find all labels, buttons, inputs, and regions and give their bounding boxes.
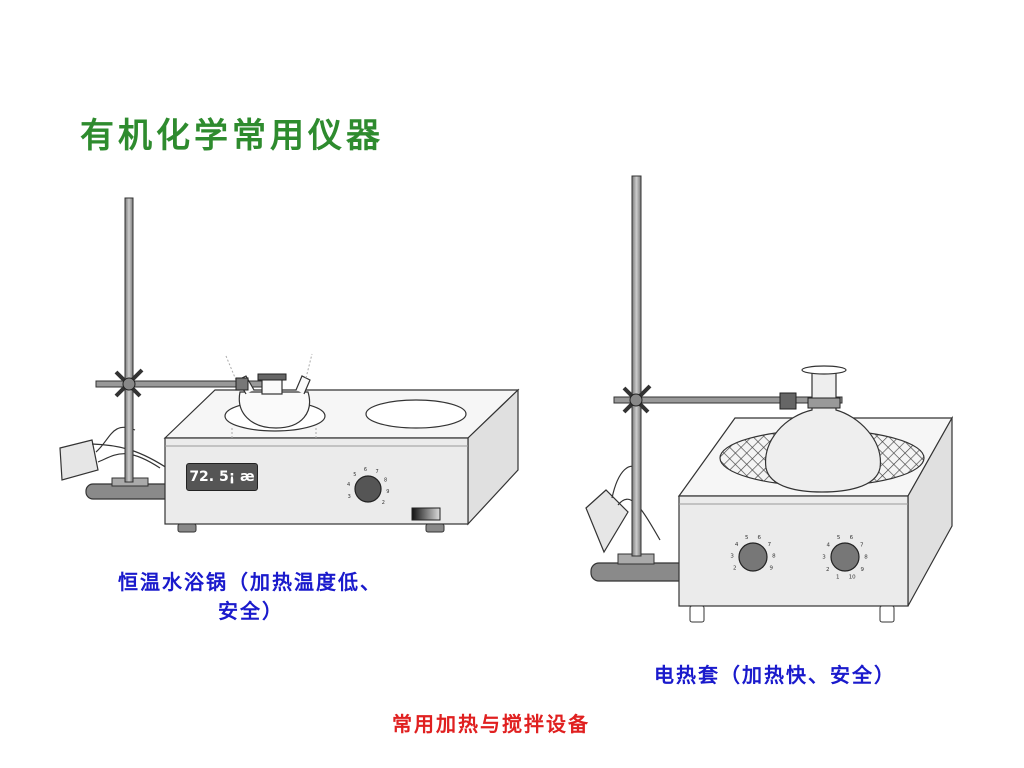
dial-number-label: 3 [730, 553, 734, 559]
dial-number-label: 8 [864, 555, 868, 561]
dial-number-label: 5 [837, 535, 841, 541]
dial-number-label: 7 [860, 543, 864, 549]
dial-number-label: 1 [836, 575, 840, 581]
dial-number-label: 3 [348, 494, 351, 500]
power-switch[interactable] [411, 507, 441, 521]
boss-clamp [114, 368, 144, 398]
water-bath-caption-line1: 恒温水浴锅（加热温度低、 [118, 570, 382, 594]
dial-number-label: 9 [386, 489, 389, 495]
dial-number-label: 9 [861, 567, 865, 573]
dial-number-label: 4 [826, 543, 830, 549]
bottom-caption: 常用加热与搅拌设备 [392, 712, 590, 736]
dial-number-label: 6 [850, 535, 854, 541]
slide-title: 有机化学常用仪器 [80, 116, 384, 156]
temperature-display: 72. 5¡ æ [186, 463, 258, 491]
power-plug-icon [59, 426, 171, 481]
dial-number-label: 2 [826, 567, 830, 573]
heating-mantle-front-panel [678, 495, 909, 607]
dial-number-label: 9 [769, 566, 773, 572]
dial-number-label: 6 [364, 467, 367, 473]
water-bath [59, 197, 520, 533]
right-stir-dial[interactable] [830, 542, 860, 572]
dial-number-label: 2 [733, 566, 737, 572]
stand-rod [124, 197, 134, 483]
dial-number-label: 6 [757, 535, 761, 541]
dial-number-label: 10 [849, 575, 856, 581]
heating-mantle-caption: 电热套（加热快、安全） [654, 663, 896, 687]
dial-number-label: 2 [382, 500, 385, 506]
heating-mantle [585, 175, 954, 623]
bath-opening-empty [365, 399, 467, 429]
dial-number-label: 8 [772, 553, 776, 559]
stand-base [590, 562, 692, 582]
dial-number-label: 5 [745, 535, 749, 541]
dial-number-label: 4 [735, 542, 739, 548]
dial-number-label: 3 [822, 555, 826, 561]
water-bath-caption-line2: 安全） [218, 599, 284, 623]
dial-number-label: 7 [376, 469, 379, 475]
stand-rod [631, 175, 642, 557]
boss-clamp [622, 384, 652, 414]
left-heat-dial[interactable] [738, 542, 768, 572]
round-bottom-flask [765, 365, 881, 493]
dial-number-label: 4 [347, 482, 350, 488]
clamp-arm [613, 396, 843, 404]
temperature-dial[interactable] [354, 475, 382, 503]
dial-number-label: 8 [384, 477, 387, 483]
three-neck-flask [225, 353, 317, 440]
dial-number-label: 7 [768, 542, 772, 548]
power-plug-icon [585, 465, 661, 554]
dial-number-label: 5 [353, 472, 356, 478]
